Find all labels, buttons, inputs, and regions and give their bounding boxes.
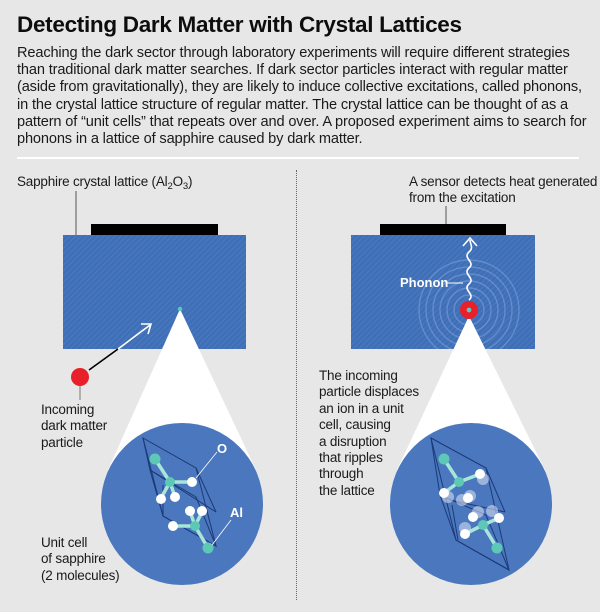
lattice-label-close: )	[187, 174, 193, 189]
displacement-label-line: that ripples	[319, 450, 383, 466]
impact-point-icon	[177, 306, 183, 312]
unit-cell-label-line: (2 molecules)	[41, 567, 120, 583]
displacement-label-line: an ion in a unit	[319, 400, 404, 416]
molecules-left	[149, 451, 232, 554]
unit-cell-left	[142, 436, 218, 548]
displacement-label-line: a disruption	[319, 433, 387, 449]
phonon-label: Phonon	[400, 275, 449, 290]
sensor-label: A sensor detects heat generated from the…	[409, 174, 597, 207]
lattice-label: Sapphire crystal lattice (Al2O3)	[17, 174, 193, 192]
struck-ion-icon	[466, 307, 472, 313]
particle-label-line: particle	[41, 434, 83, 450]
page-title: Detecting Dark Matter with Crystal Latti…	[17, 12, 462, 37]
particle-path-outside	[88, 348, 119, 371]
zoom-cone-left	[108, 309, 256, 470]
panel-divider	[296, 170, 297, 600]
displacement-label-line: The incoming	[319, 368, 398, 383]
particle-label: Incoming dark matter particle	[41, 402, 107, 451]
header-rule	[17, 157, 579, 159]
arrow-head-icon	[141, 323, 153, 335]
unit-cell-zoom-circle-left	[101, 423, 263, 585]
displacement-label-line: through	[319, 466, 364, 482]
displacement-label: The incoming particle displaces an ion i…	[319, 368, 419, 499]
unit-cell-zoom-circle-right	[390, 423, 552, 585]
particle-label-line: dark matter	[41, 418, 108, 434]
phonon-wave-icon	[466, 239, 473, 301]
molecules-right-displaced	[438, 453, 504, 554]
sensor-label-line: A sensor detects heat generated	[409, 174, 598, 189]
displacement-label-line: particle displaces	[319, 384, 419, 400]
subscript-2: 2	[167, 181, 173, 192]
particle-label-line: Incoming	[41, 402, 95, 417]
phonon-arrow-head-icon	[462, 236, 478, 247]
crystal-block-left	[63, 235, 246, 349]
lattice-label-oxygen: O	[172, 174, 184, 189]
unit-cell-label-line: Unit cell	[41, 535, 88, 550]
displacement-label-line: the lattice	[319, 482, 375, 498]
zoom-cone-right	[397, 316, 545, 470]
left-panel	[63, 191, 263, 585]
intro-paragraph: Reaching the dark sector through laborat…	[17, 45, 587, 148]
crystal-block-right	[351, 235, 535, 349]
aluminum-atom-label: Al	[230, 505, 243, 520]
sensor-bar-right	[380, 224, 506, 235]
oxygen-atom-label: O	[217, 441, 228, 456]
displacement-label-line: cell, causing	[319, 417, 391, 433]
sensor-bar-left	[91, 224, 218, 235]
sensor-label-line: from the excitation	[409, 190, 516, 206]
right-panel	[351, 206, 552, 585]
particle-path-inside	[117, 324, 151, 350]
unit-cell-label: Unit cell of sapphire (2 molecules)	[41, 535, 120, 584]
dark-matter-particle-icon	[71, 368, 89, 386]
subscript-3: 3	[182, 181, 188, 192]
lattice-label-text: Sapphire crystal lattice (Al	[17, 174, 168, 189]
unit-cell-label-line: of sapphire	[41, 551, 106, 567]
